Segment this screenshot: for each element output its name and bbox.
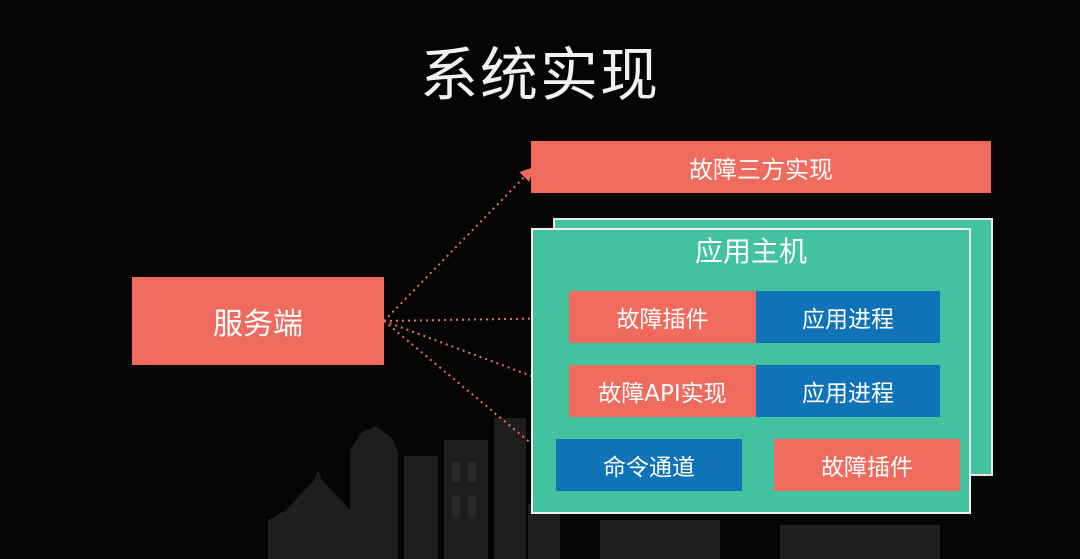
command-channel-box: 命令通道 [556, 439, 742, 491]
connector-to-command-channel [383, 320, 558, 465]
fault-plugin-box-2: 故障插件 [774, 439, 960, 491]
app-process-box-2: 应用进程 [756, 365, 940, 417]
third-party-box: 故障三方实现 [531, 141, 991, 193]
page-title: 系统实现 [419, 41, 660, 109]
host-label: 应用主机 [694, 235, 807, 268]
fault-api-box: 故障API实现 [569, 365, 756, 417]
app-process-box-1: 应用进程 [756, 291, 940, 343]
connector-to-plugin [383, 311, 571, 326]
server-box: 服务端 [132, 277, 384, 365]
connector-to-third-party [383, 166, 534, 322]
fault-plugin-box: 故障插件 [569, 291, 756, 343]
